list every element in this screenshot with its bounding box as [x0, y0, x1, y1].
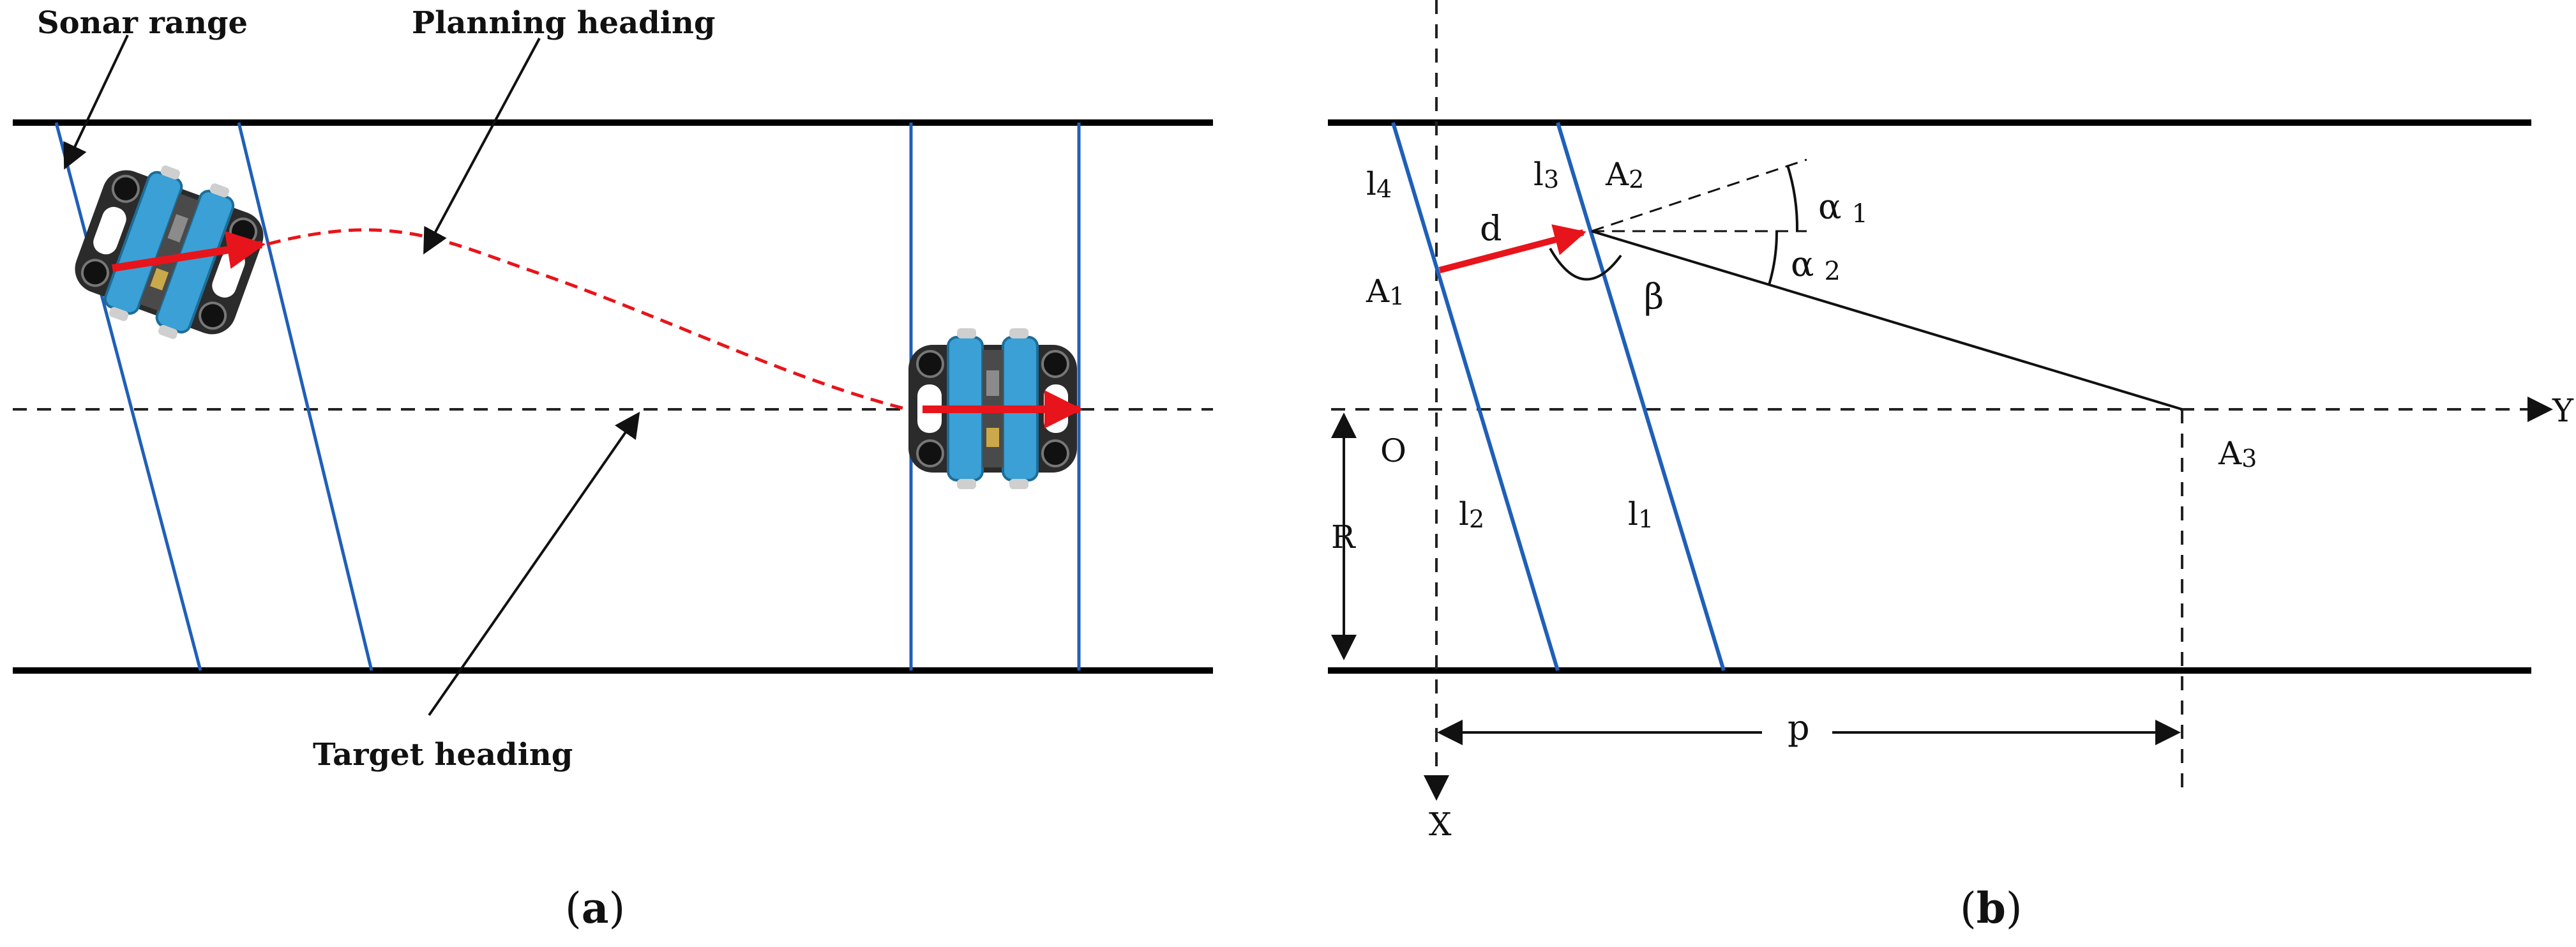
- sonar-beam-left-outer: [54, 122, 202, 671]
- arc-alpha1: [1786, 165, 1799, 232]
- caption-a: (a): [565, 883, 625, 933]
- target-heading-leader: [428, 411, 640, 716]
- heading-arrow-start: [112, 231, 266, 272]
- label-l3: l3: [1533, 156, 1559, 193]
- sonar-beam-left-inner: [237, 122, 373, 671]
- target-heading-label: Target heading: [313, 737, 573, 773]
- line-a2-a3: [1591, 230, 2183, 411]
- vector-d: [1438, 224, 1586, 273]
- caption-b: (b): [1960, 883, 2022, 933]
- label-l2: l2: [1459, 496, 1484, 533]
- label-a2: A2: [1605, 156, 1644, 193]
- label-y-axis: Y: [2552, 392, 2574, 429]
- panel-a: Sonar range Planning heading Target head…: [13, 5, 1213, 933]
- line-l4-l2: [1391, 122, 1560, 671]
- label-r: R: [1331, 519, 1356, 556]
- label-a3: A3: [2218, 435, 2257, 473]
- label-beta: β: [1644, 277, 1664, 317]
- planning-heading-leader: [423, 38, 541, 255]
- planning-heading-label: Planning heading: [412, 5, 715, 41]
- vehicle-start: [61, 146, 278, 358]
- arc-alpha2: [1768, 231, 1779, 285]
- sonar-range-label: Sonar range: [37, 5, 248, 41]
- line-l3-l1: [1556, 122, 1726, 671]
- label-l1: l1: [1628, 496, 1653, 533]
- arc-beta: [1549, 248, 1622, 281]
- planned-path: [267, 228, 914, 413]
- label-d: d: [1480, 208, 1502, 248]
- label-origin: O: [1380, 432, 1406, 469]
- label-x-axis: X: [1429, 806, 1452, 843]
- label-p: p: [1788, 708, 1810, 748]
- label-l4: l4: [1366, 165, 1392, 203]
- label-a1: A1: [1366, 273, 1405, 310]
- ref-heading-a2: [1591, 158, 1807, 232]
- sonar-range-leader: [63, 34, 129, 170]
